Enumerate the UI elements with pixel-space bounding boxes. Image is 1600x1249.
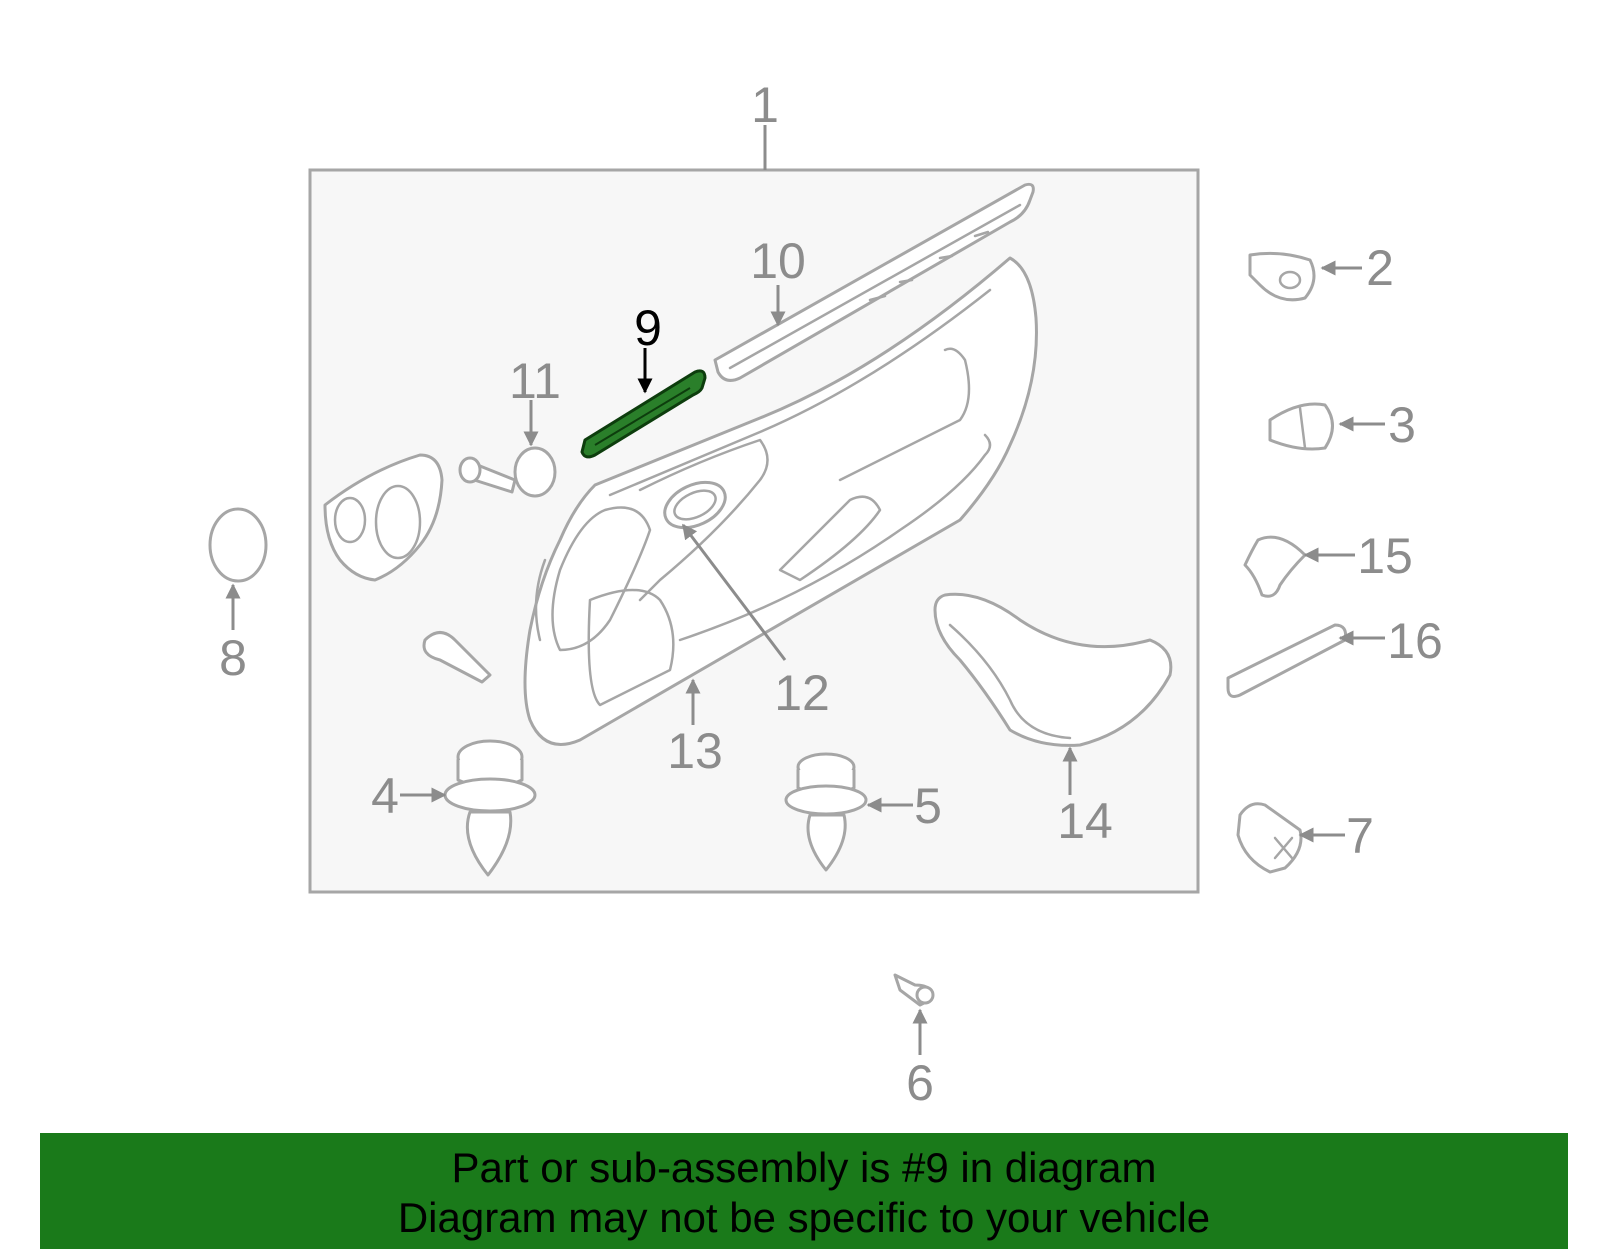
callout-2: 2	[1366, 240, 1394, 296]
part-8-seal	[208, 507, 268, 583]
part-5-clip	[784, 752, 868, 872]
speaker-grille	[323, 453, 444, 582]
part-10-weatherstrip	[713, 182, 1035, 382]
callout-16: 16	[1387, 613, 1443, 669]
callout-9: 9	[634, 300, 662, 356]
callout-3: 3	[1388, 397, 1416, 453]
callout-11: 11	[509, 353, 561, 409]
part-7-clip	[1236, 802, 1303, 874]
callout-13: 13	[667, 723, 723, 779]
callout-4: 4	[371, 768, 399, 824]
part-14-armrest	[933, 592, 1173, 747]
part-16-strip	[1226, 623, 1347, 698]
callout-14: 14	[1057, 793, 1113, 849]
callout-5: 5	[914, 778, 942, 834]
leader-12	[681, 523, 787, 661]
callout-10: 10	[750, 233, 806, 289]
part-15-clip	[1243, 535, 1307, 598]
callout-15: 15	[1357, 528, 1413, 584]
info-banner: Part or sub-assembly is #9 in diagram Di…	[40, 1133, 1568, 1249]
callout-6: 6	[906, 1055, 934, 1111]
part-12-handle-recess	[663, 480, 727, 530]
callout-8: 8	[219, 630, 247, 686]
callout-1: 1	[751, 77, 779, 133]
banner-line-1: Part or sub-assembly is #9 in diagram	[451, 1144, 1157, 1191]
banner-line-2: Diagram may not be specific to your vehi…	[397, 1194, 1211, 1241]
part-3-plug	[1268, 402, 1334, 451]
part-13-door-trim-panel	[523, 256, 1038, 746]
callout-7: 7	[1346, 808, 1374, 864]
part-2-clip	[1248, 251, 1316, 302]
pin-fastener	[422, 631, 492, 684]
callout-12: 12	[774, 665, 830, 721]
part-4-clip	[443, 739, 537, 877]
part-6-screw	[893, 973, 935, 1007]
part-11-grommet	[458, 446, 557, 498]
part-9-trim-strip-highlighted	[580, 369, 707, 459]
